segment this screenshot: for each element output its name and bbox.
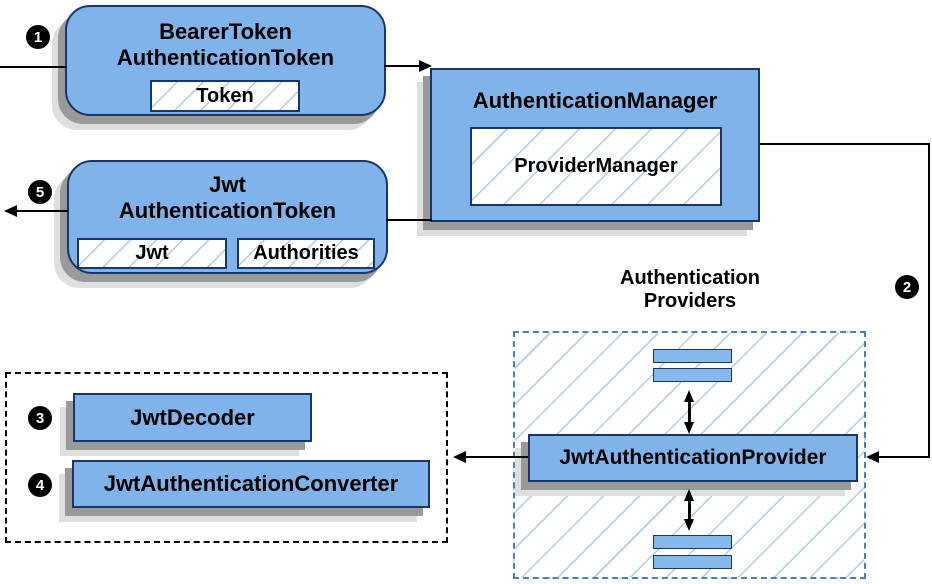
arrowhead-up-icon [684, 489, 694, 501]
jwt-authentication-token-title: Jwt AuthenticationToken [69, 172, 386, 224]
step-1-badge: 1 [26, 25, 50, 49]
line-manager-to-jwt-token [386, 219, 432, 221]
arrowhead-left-icon [866, 451, 879, 463]
field-token: Token [150, 80, 300, 112]
provider-stack-bar [653, 555, 732, 569]
jwt-token-title-line1: Jwt [209, 172, 246, 197]
line-manager-to-provider-bottom [879, 456, 930, 458]
field-authorities: Authorities [237, 238, 375, 269]
authentication-providers-label: Authentication Providers [555, 267, 825, 313]
step-3-badge: 3 [28, 406, 52, 430]
authentication-manager-title: AuthenticationManager [472, 88, 718, 113]
node-authentication-manager: AuthenticationManager ProviderManager [430, 68, 760, 222]
bearer-token-title-line2: AuthenticationToken [116, 45, 335, 70]
authentication-providers-label-line1: Authentication [620, 267, 760, 289]
node-bearer-token-authentication-token: BearerToken AuthenticationToken Token [65, 5, 386, 116]
field-jwt: Jwt [77, 238, 227, 269]
node-jwt-decoder: JwtDecoder [73, 393, 312, 442]
line-provider-to-converters [466, 456, 528, 458]
arrowhead-left-icon [453, 451, 466, 463]
arrowhead-up-icon [684, 390, 694, 402]
node-jwt-authentication-converter: JwtAuthenticationConverter [72, 460, 430, 508]
step-2-badge: 2 [895, 275, 919, 299]
line-bearer-to-manager [384, 65, 420, 67]
line-jwt-token-out [16, 210, 68, 212]
arrowhead-down-icon [684, 519, 694, 531]
arrowhead-right-icon [419, 60, 432, 72]
step-4-badge: 4 [28, 473, 52, 497]
bearer-token-title-line1: BearerToken [159, 19, 292, 44]
step-5-badge: 5 [28, 180, 52, 204]
line-double-arrow-bottom [688, 500, 691, 520]
provider-stack-bar [653, 349, 732, 363]
line-double-arrow-top [688, 401, 691, 423]
arrowhead-left-icon [4, 205, 17, 217]
line-manager-to-provider-top [760, 143, 930, 145]
provider-stack-bar [653, 368, 732, 382]
provider-stack-bar [653, 535, 732, 549]
jwt-token-title-line2: AuthenticationToken [118, 198, 337, 223]
bearer-token-title: BearerToken AuthenticationToken [67, 19, 384, 71]
node-jwt-authentication-token: Jwt AuthenticationToken Jwt Authorities [67, 160, 388, 274]
arrowhead-down-icon [684, 422, 694, 434]
line-manager-to-provider-vertical [928, 143, 930, 458]
node-jwt-authentication-provider: JwtAuthenticationProvider [528, 434, 858, 482]
authentication-providers-label-line2: Providers [643, 290, 737, 312]
field-provider-manager: ProviderManager [470, 127, 722, 206]
line-request-in [0, 66, 67, 68]
